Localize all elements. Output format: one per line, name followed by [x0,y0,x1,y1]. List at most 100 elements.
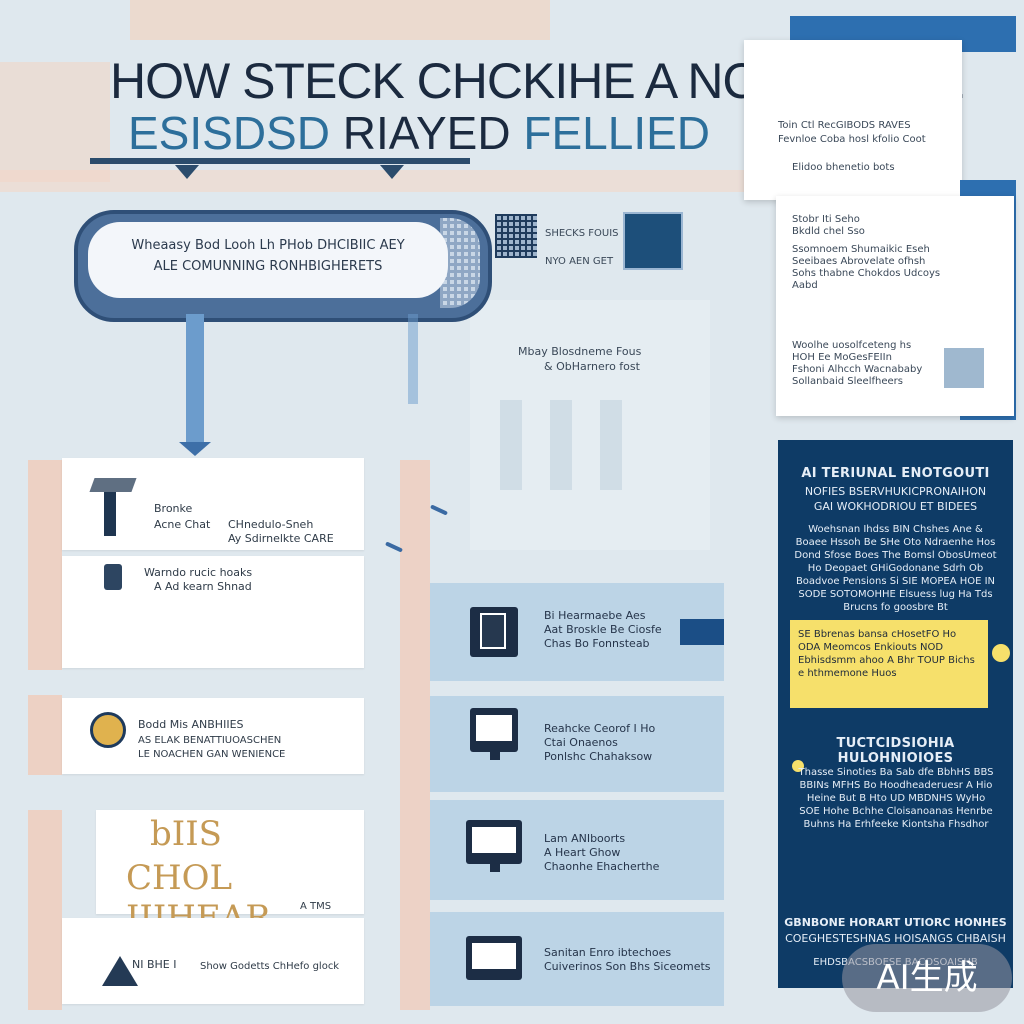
background-block [0,62,110,182]
step-card: Bodd Mis ANBHIIES AS ELAK BENATTIUOASCHE… [62,698,364,774]
row-label: Aat Broskle Be Ciosfe [544,623,662,636]
row-label: A Heart Ghow [544,846,621,859]
card-label: LE NOACHEN GAN WENIENCE [138,749,286,760]
title-underline [90,158,470,164]
banner-line: ALE COMUNNING RONHBIGHERETS [153,259,383,274]
doc-line: Ssomnoem Shumaikic Eseh [792,244,930,255]
process-row: Reahcke Ceorof I Ho Ctai Onaenos Ponlshc… [430,696,724,792]
sidebar-heading: GBNBONE HORART UTIORC HONHES [784,916,1007,929]
sidebar-paragraph: Thasse Sinoties Ba Sab dfe BbhHS BBS BBI… [798,767,994,830]
background-pillar [550,400,572,490]
doc-line: Stobr Iti Seho [792,214,860,225]
background-strip [28,460,62,670]
sidebar-heading: AI TERIUNAL ENOTGOUTI [801,466,990,481]
row-label: Chaonhe Ehacherthe [544,860,660,873]
card-label: Ay Sdirnelkte CARE [228,532,334,545]
doc-line: Toin Ctl RecGIBODS RAVES [778,120,911,131]
row-label: Ponlshc Chahaksow [544,750,653,763]
folder-icon [680,619,724,645]
card-label: AS ELAK BENATTIUOASCHEN [138,735,282,746]
card-label: Bronke [154,502,193,515]
row-label: Chas Bo Fonnsteab [544,637,650,650]
document-card: Stobr Iti Seho Bkdld chel Sso Ssomnoem S… [776,196,1014,416]
background-pillar [600,400,622,490]
step-card: NI BHE I Show Godetts ChHefo glock [62,918,364,1004]
monitor-stand [490,752,500,760]
card-label: Bodd Mis ANBHIIES [138,718,244,731]
grid-icon [495,214,537,258]
panel-line: Mbay Blosdneme Fous [518,345,642,358]
decorative-heading: bIIS [150,814,222,854]
arrow-down-icon [179,442,211,456]
row-label: Sanitan Enro ibtechoes [544,946,672,959]
row-label: Cuiverinos Son Bhs Siceomets [544,960,711,973]
doc-line: Aabd [792,280,818,291]
monitor-icon [466,820,522,864]
step-card: Warndo rucic hoaks A Ad kearn Shnad [62,556,364,668]
doc-line: Fevnloe Coba hosl kfolio Coot [778,134,926,145]
doc-line: Bkdld chel Sso [792,226,865,237]
document-icon [470,607,518,657]
ai-generated-badge: AI生成 [842,944,1012,1012]
sidebar-heading: COEGHESTESHNAS HOISANGS CHBAISH [785,932,1006,945]
card-label: Acne Chat [154,518,211,531]
row-label: Lam ANIboorts [544,832,626,845]
connector-dash [429,504,449,516]
step-card: bIIS CHOL IIIHEAR A TMS [96,810,364,938]
panel-line: & ObHarnero fost [544,360,640,373]
background-building [130,0,550,40]
doc-line: HOH Ee MoGesFEIIn [792,352,892,363]
process-row: Bi Hearmaebe Aes Aat Broskle Be Ciosfe C… [430,583,724,681]
banner: Wheaasy Bod Looh Lh PHob DHCIBIIC AEY AL… [88,222,448,298]
doc-line: Woolhe uosolfceteng hs [792,340,912,351]
highlight-note: SE Bbrenas bansa cHosetFO Ho ODA Meomcos… [790,620,988,708]
icon-caption: SHECKS FOUIS [545,228,619,239]
lamp-icon [89,478,137,492]
doc-line: Seeibaes Abrovelate ofhsh [792,256,926,267]
step-card: Bronke Acne Chat CHnedulo-Sneh Ay Sdirne… [62,458,364,550]
info-sidebar: AI TERIUNAL ENOTGOUTI NOFIES BSERVHUKICP… [778,440,1013,988]
background-strip [28,810,62,1010]
page-subtitle: ESISDSD RIAYED FELLIED [128,106,710,160]
card-label: A Ad kearn Shnad [154,580,252,593]
background-pillar [500,400,522,490]
phone-icon [104,564,122,590]
process-row: Lam ANIboorts A Heart Ghow Chaonhe Ehach… [430,800,724,900]
background-strip [400,460,430,1010]
arrow-down-icon [175,165,199,179]
connector-line [186,314,204,444]
sidebar-paragraph: Woehsnan Ihdss BIN Chshes Ane & Boaee Hs… [794,524,997,613]
banner-line: Wheaasy Bod Looh Lh PHob DHCIBIIC AEY [131,238,405,253]
connector-line [408,314,418,404]
card-label: CHnedulo-Sneh [228,518,314,531]
doc-line: Sollanbaid Sleelfheers [792,376,903,387]
doc-line: Elidoo bhenetio bots [792,162,895,173]
sidebar-heading: NOFIES BSERVHUKICPRONAIHON [804,485,987,498]
subtitle-part: ESISDSD [128,107,330,159]
row-label: Ctai Onaenos [544,736,618,749]
dot-icon [992,644,1010,662]
illustration-thumbnail [944,348,984,388]
lamp-icon-stand [104,492,116,536]
process-row: Sanitan Enro ibtechoes Cuiverinos Son Bh… [430,912,724,1006]
subtitle-part: FELLIED [523,107,711,159]
doc-line: Sohs thabne Chokdos Udcoys [792,268,941,279]
sidebar-heading: GAI WOKHODRIOU ET BIDEES [813,500,978,513]
monitor-stand [490,864,500,872]
card-label: Warndo rucic hoaks [144,566,253,579]
subtitle-part: RIAYED [329,107,524,159]
row-label: Bi Hearmaebe Aes [544,609,646,622]
arrow-down-icon [380,165,404,179]
monitor-icon [466,936,522,980]
monitor-icon [470,708,518,752]
pen-icon [102,956,138,986]
dot-icon [792,760,804,772]
background-strip [28,695,62,775]
card-label: NI BHE I [132,958,177,971]
badge-icon [90,712,126,748]
dashboard-icon [623,212,683,270]
doc-line: Fshoni Alhcch Wacnababy [792,364,923,375]
icon-caption: NYO AEN GET [545,256,614,267]
document-card: Toin Ctl RecGIBODS RAVES Fevnloe Coba ho… [744,40,962,200]
sidebar-heading: TUCTCIDSIOHIA HULOHNIOIOES [836,736,955,766]
